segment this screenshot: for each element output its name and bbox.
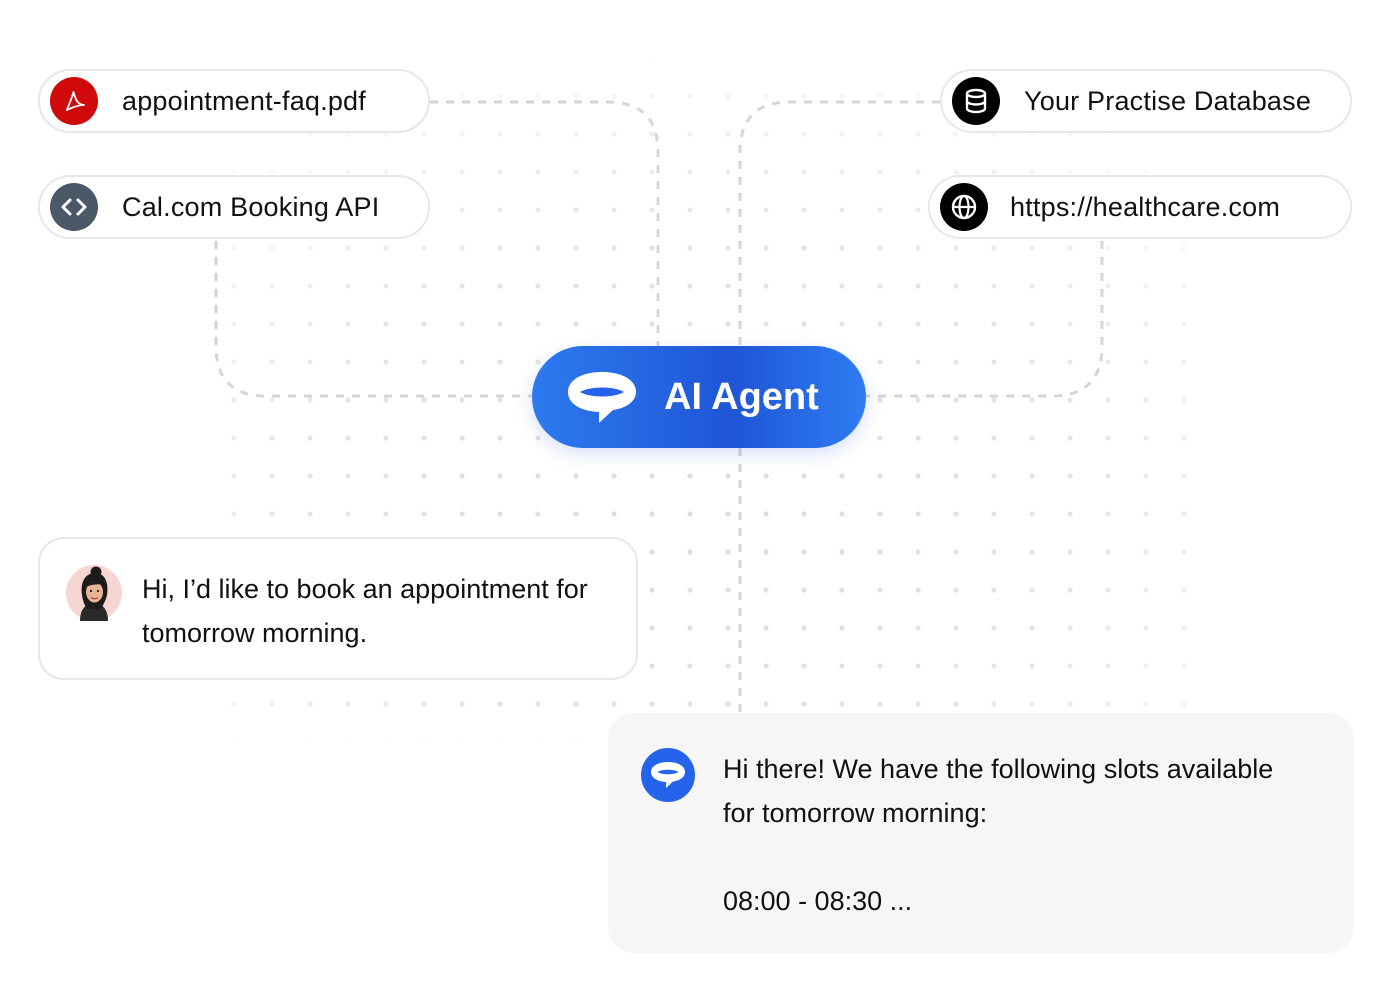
pdf-icon bbox=[50, 77, 98, 125]
connector-db-to-agent bbox=[738, 100, 940, 346]
agent-label: AI Agent bbox=[664, 375, 819, 418]
code-icon bbox=[50, 183, 98, 231]
source-label: Your Practise Database bbox=[1024, 85, 1312, 116]
globe-icon bbox=[940, 183, 988, 231]
source-website[interactable]: https://healthcare.com bbox=[928, 175, 1352, 239]
chat-bubble-icon bbox=[566, 368, 638, 426]
ai-agent-node[interactable]: AI Agent bbox=[532, 346, 866, 448]
connector-cal-to-agent bbox=[214, 241, 532, 398]
user-message-text: Hi, I’d like to book an appointment for … bbox=[142, 574, 588, 648]
connector-pdf-to-agent bbox=[430, 100, 660, 346]
user-message-bubble: Hi, I’d like to book an appointment for … bbox=[38, 537, 638, 680]
source-database[interactable]: Your Practise Database bbox=[940, 69, 1352, 133]
source-pdf-file[interactable]: appointment-faq.pdf bbox=[38, 69, 430, 133]
database-icon bbox=[952, 77, 1000, 125]
bot-slot-text: 08:00 - 08:30 ... bbox=[723, 886, 913, 916]
source-label: https://healthcare.com bbox=[1010, 191, 1281, 222]
bot-avatar-icon bbox=[640, 747, 696, 803]
source-booking-api[interactable]: Cal.com Booking API bbox=[38, 175, 430, 239]
connector-web-to-agent bbox=[866, 241, 1104, 398]
bot-message-text: Hi there! We have the following slots av… bbox=[723, 754, 1274, 828]
bot-message-bubble: Hi there! We have the following slots av… bbox=[608, 713, 1354, 953]
source-label: appointment-faq.pdf bbox=[122, 85, 366, 116]
source-label: Cal.com Booking API bbox=[122, 191, 380, 222]
user-avatar bbox=[66, 565, 122, 621]
